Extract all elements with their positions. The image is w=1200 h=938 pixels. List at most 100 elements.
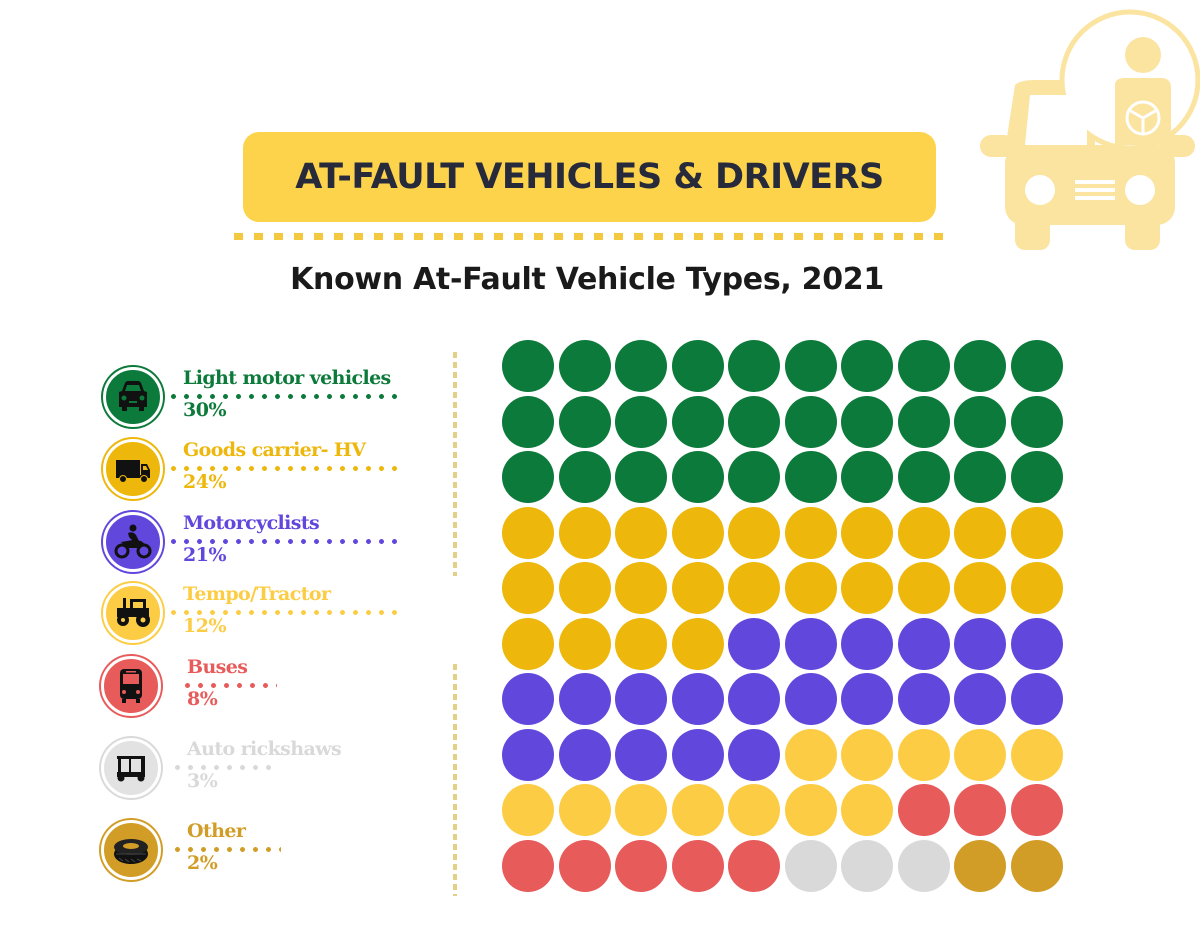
waffle-dot-light-motor-vehicles [502, 340, 554, 392]
waffle-dot-motorcyclists [615, 673, 667, 725]
waffle-dot-light-motor-vehicles [841, 340, 893, 392]
waffle-dot-light-motor-vehicles [615, 451, 667, 503]
waffle-dot-buses [615, 839, 667, 892]
waffle-dot-goods-carrier-hv [671, 562, 724, 614]
waffle-dot-goods-carrier-hv [954, 562, 1006, 614]
legend-leader-dots [181, 683, 277, 688]
waffle-dot-light-motor-vehicles [728, 395, 780, 448]
waffle-dot-light-motor-vehicles [1010, 395, 1063, 448]
legend-item-auto-rickshaws: Auto rickshaws 3% [101, 738, 421, 814]
legend-item-tempo-tractor: Tempo/Tractor 12% [103, 583, 423, 659]
waffle-dot-motorcyclists [954, 617, 1006, 670]
legend-leader-dots [167, 539, 403, 544]
waffle-dot-motorcyclists [502, 728, 554, 781]
waffle-dot-motorcyclists [728, 728, 780, 781]
legend-label: Light motor vehicles [183, 367, 391, 389]
waffle-dot-light-motor-vehicles [502, 451, 554, 503]
waffle-dot-motorcyclists [671, 673, 724, 725]
waffle-dot-light-motor-vehicles [615, 395, 667, 448]
legend-label: Goods carrier- HV [183, 439, 366, 461]
waffle-dot-goods-carrier-hv [954, 506, 1006, 559]
waffle-dot-goods-carrier-hv [558, 562, 611, 614]
waffle-dot-motorcyclists [897, 617, 950, 670]
chart-subtitle: Known At-Fault Vehicle Types, 2021 [290, 262, 884, 297]
legend-item-light-motor-vehicles: Light motor vehicles 30% [103, 367, 423, 443]
waffle-dot-tempo-tractor [784, 728, 837, 781]
waffle-dot-goods-carrier-hv [502, 617, 554, 670]
legend-percent: 12% [183, 615, 227, 637]
waffle-dot-light-motor-vehicles [897, 395, 950, 448]
waffle-dot-tempo-tractor [615, 784, 667, 836]
tractor-icon [103, 583, 163, 643]
truck-icon [103, 439, 163, 499]
page-title: AT-FAULT VEHICLES & DRIVERS [295, 157, 884, 197]
waffle-dot-auto-rickshaws [841, 839, 893, 892]
waffle-dot-buses [954, 784, 1006, 836]
waffle-dot-motorcyclists [502, 673, 554, 725]
legend-percent: 24% [183, 471, 227, 493]
legend-item-goods-carrier: Goods carrier- HV 24% [103, 439, 423, 515]
legend-leader-dots [171, 847, 281, 852]
waffle-dot-light-motor-vehicles [954, 395, 1006, 448]
waffle-dot-buses [1010, 784, 1063, 836]
legend-divider-bottom [453, 664, 457, 896]
waffle-dot-goods-carrier-hv [784, 562, 837, 614]
waffle-dot-motorcyclists [897, 673, 950, 725]
legend-leader-dots [167, 466, 403, 471]
waffle-dot-motorcyclists [841, 617, 893, 670]
car-driver-icon [980, 9, 1200, 250]
waffle-dot-goods-carrier-hv [897, 562, 950, 614]
legend-item-motorcyclists: Motorcyclists 21% [103, 512, 423, 588]
waffle-dot-buses [728, 839, 780, 892]
waffle-dot-goods-carrier-hv [841, 506, 893, 559]
waffle-dot-light-motor-vehicles [728, 451, 780, 503]
waffle-dot-tempo-tractor [671, 784, 724, 836]
waffle-dot-motorcyclists [1010, 673, 1063, 725]
waffle-dot-buses [558, 839, 611, 892]
waffle-dot-goods-carrier-hv [502, 562, 554, 614]
waffle-dot-light-motor-vehicles [502, 395, 554, 448]
legend-percent: 30% [183, 399, 227, 421]
car-icon [103, 367, 163, 427]
legend-label: Motorcyclists [183, 512, 320, 534]
waffle-dot-motorcyclists [1010, 617, 1063, 670]
title-divider [234, 233, 952, 240]
waffle-dot-goods-carrier-hv [615, 617, 667, 670]
legend-item-buses: Buses 8% [101, 656, 421, 732]
waffle-dot-tempo-tractor [784, 784, 837, 836]
waffle-dot-motorcyclists [728, 617, 780, 670]
waffle-dot-tempo-tractor [841, 728, 893, 781]
waffle-dot-tempo-tractor [841, 784, 893, 836]
waffle-chart [502, 340, 1068, 892]
tire-icon [101, 820, 161, 880]
waffle-dot-light-motor-vehicles [1010, 340, 1063, 392]
waffle-dot-motorcyclists [728, 673, 780, 725]
legend-label: Other [187, 820, 246, 842]
waffle-dot-buses [897, 784, 950, 836]
waffle-dot-motorcyclists [784, 673, 837, 725]
waffle-dot-other [1010, 839, 1063, 892]
waffle-dot-buses [502, 839, 554, 892]
waffle-dot-goods-carrier-hv [615, 562, 667, 614]
legend-leader-dots [167, 394, 403, 399]
waffle-dot-light-motor-vehicles [841, 451, 893, 503]
waffle-dot-light-motor-vehicles [897, 340, 950, 392]
waffle-dot-motorcyclists [784, 617, 837, 670]
waffle-dot-light-motor-vehicles [897, 451, 950, 503]
legend-percent: 2% [187, 852, 218, 874]
waffle-dot-other [954, 839, 1006, 892]
waffle-dot-light-motor-vehicles [558, 340, 611, 392]
waffle-dot-tempo-tractor [897, 728, 950, 781]
waffle-dot-goods-carrier-hv [1010, 562, 1063, 614]
waffle-dot-motorcyclists [558, 728, 611, 781]
legend-label: Tempo/Tractor [183, 583, 331, 605]
waffle-dot-goods-carrier-hv [897, 506, 950, 559]
waffle-dot-goods-carrier-hv [558, 506, 611, 559]
auto-rickshaw-icon [101, 738, 161, 798]
waffle-dot-buses [671, 839, 724, 892]
legend-percent: 8% [187, 688, 218, 710]
waffle-dot-tempo-tractor [558, 784, 611, 836]
waffle-dot-light-motor-vehicles [1010, 451, 1063, 503]
waffle-dot-auto-rickshaws [897, 839, 950, 892]
waffle-dot-light-motor-vehicles [671, 451, 724, 503]
